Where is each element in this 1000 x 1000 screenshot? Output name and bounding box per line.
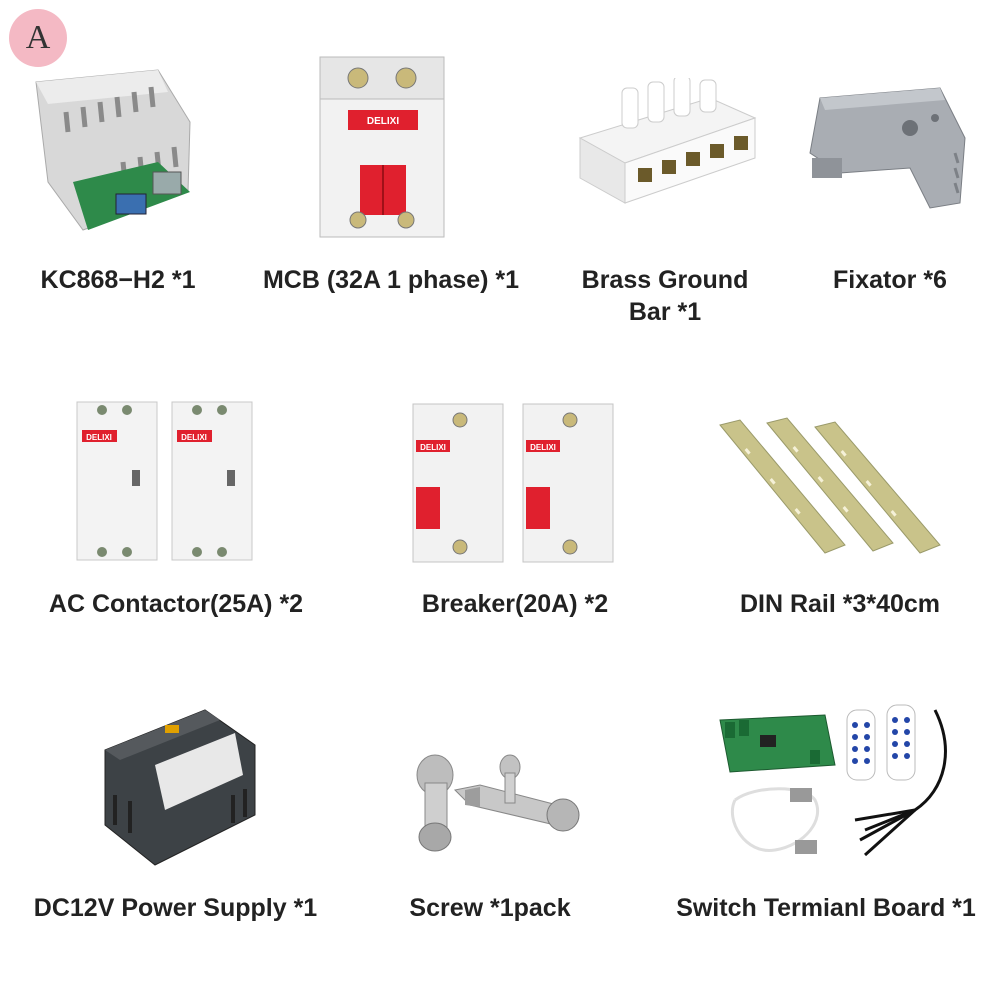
product-caption: AC Contactor(25A) *2 [48, 590, 304, 618]
terminal-board-icon [715, 690, 955, 870]
din-rail-icon [715, 415, 945, 560]
product-caption: Brass Ground Bar *1 [581, 266, 749, 326]
breaker-icon: DELIXI DELIXI [408, 402, 628, 567]
section-badge: A [9, 9, 67, 67]
svg-text:DELIXI: DELIXI [530, 443, 556, 452]
product-caption: DC12V Power Supply *1 [33, 894, 318, 922]
svg-text:DELIXI: DELIXI [367, 116, 399, 127]
product-caption: KC868−H2 *1 [40, 266, 196, 294]
product-caption: MCB (32A 1 phase) *1 [262, 266, 520, 294]
ground-bar-icon [560, 78, 760, 208]
fixator-icon [800, 78, 970, 213]
svg-text:DELIXI: DELIXI [420, 443, 446, 452]
product-caption: Screw *1pack [409, 894, 571, 922]
ac-contactor-icon: DELIXI DELIXI [72, 400, 262, 565]
screw-icon [395, 745, 585, 855]
svg-text:DELIXI: DELIXI [181, 433, 207, 442]
mcb-breaker-icon: DELIXI [318, 55, 448, 240]
power-supply-icon [95, 705, 265, 870]
product-caption: Switch Termianl Board *1 [676, 894, 976, 922]
svg-text:DELIXI: DELIXI [86, 433, 112, 442]
product-caption: Breaker(20A) *2 [421, 590, 609, 618]
product-caption: Fixator *6 [833, 266, 947, 294]
product-caption: DIN Rail *3*40cm [739, 590, 941, 618]
controller-module-icon [28, 62, 198, 237]
